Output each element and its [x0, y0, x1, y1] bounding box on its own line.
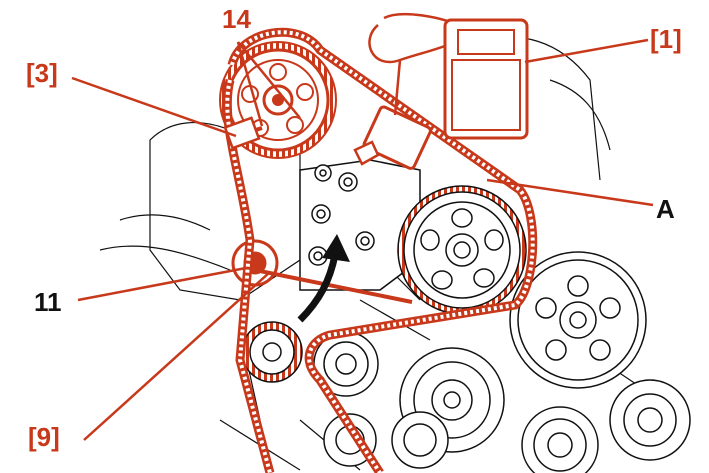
callout-a: A [656, 194, 675, 224]
curved-arrow-icon [297, 234, 350, 323]
tensioner-roller [231, 239, 279, 287]
callout-11: 11 [34, 287, 62, 317]
callout-tool-9: [9] [28, 422, 60, 452]
belt-tension-tester [353, 12, 529, 170]
water-pump-pulley [509, 251, 647, 389]
camshaft-sprocket [397, 185, 527, 315]
callout-tester-1: [1] [650, 24, 682, 54]
tensioner-tool-holder [223, 116, 261, 150]
callout-tool-3: [3] [26, 58, 58, 88]
lower-pulleys [241, 321, 691, 473]
timing-belt [222, 27, 538, 473]
callout-leaders [71, 38, 654, 441]
callout-14: 14 [222, 4, 251, 34]
